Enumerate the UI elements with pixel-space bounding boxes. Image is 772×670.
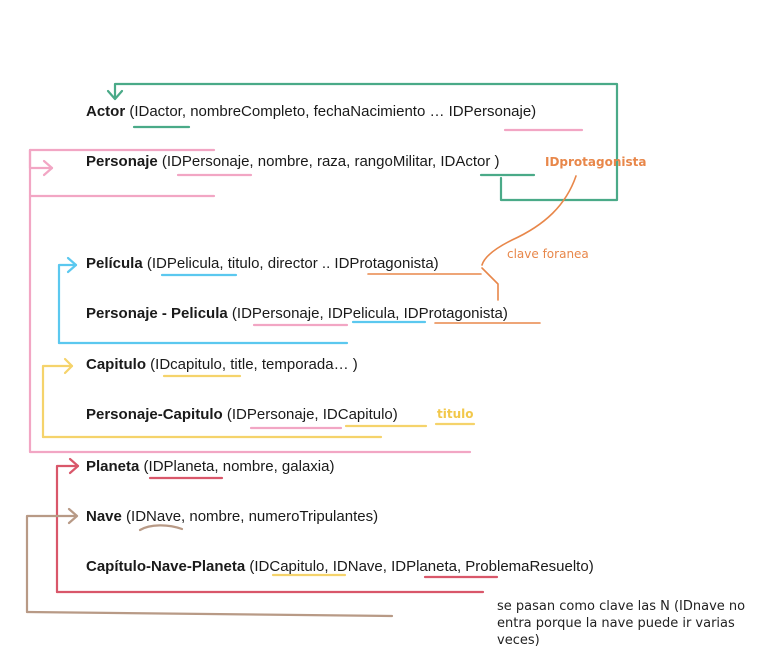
relation-nave-name: Nave (86, 508, 122, 525)
relation-personaje-capitulo-name: Personaje-Capitulo (86, 406, 223, 423)
orange-connector (367, 175, 577, 324)
red-connector (55, 457, 499, 594)
relation-personaje-name: Personaje (86, 153, 158, 170)
relation-personaje-capitulo-attrs: (IDPersonaje, IDCapitulo) (222, 406, 398, 423)
relation-planeta-attrs: (IDPlaneta, nombre, galaxia) (139, 458, 335, 475)
relation-actor: Actor (IDactor, nombreCompleto, fechaNac… (86, 103, 536, 121)
pink-connector (28, 128, 584, 454)
yellow-connector (41, 357, 476, 577)
relation-nave: Nave (IDNave, nombre, numeroTripulantes) (86, 508, 378, 526)
relation-actor-attrs: (IDactor, nombreCompleto, fechaNacimient… (125, 103, 537, 120)
annotation-clave-foranea: clave foranea (507, 247, 589, 261)
annotation-titulo: titulo (437, 407, 474, 421)
relation-capitulo: Capitulo (IDcapitulo, title, temporada… … (86, 356, 358, 374)
relation-personaje-pelicula-attrs: (IDPersonaje, IDPelicula, IDProtagonista… (227, 305, 508, 322)
blue-connector (57, 256, 427, 345)
relation-pelicula-attrs: (IDPelicula, titulo, director .. IDProta… (142, 255, 439, 272)
note-text: se pasan como clave las N (IDnave no ent… (497, 599, 746, 648)
relation-capitulo-nave-planeta: Capítulo-Nave-Planeta (IDCapitulo, IDNav… (86, 558, 594, 576)
relation-planeta: Planeta (IDPlaneta, nombre, galaxia) (86, 458, 334, 476)
relation-personaje-pelicula: Personaje - Pelicula (IDPersonaje, IDPel… (86, 305, 508, 323)
relation-personaje-capitulo: Personaje-Capitulo (IDPersonaje, IDCapit… (86, 406, 398, 424)
relation-pelicula-name: Película (86, 255, 143, 272)
relation-actor-name: Actor (86, 103, 126, 120)
relation-nave-attrs: (IDNave, nombre, numeroTripulantes) (121, 508, 379, 525)
tan-connector (25, 507, 394, 618)
relation-capitulo-attrs: (IDcapitulo, title, temporada… ) (146, 356, 358, 373)
relation-personaje-attrs: (IDPersonaje, nombre, raza, rangoMilitar… (157, 153, 500, 170)
green-connector (106, 82, 619, 202)
annotation-idprotagonista: IDprotagonista (545, 155, 647, 169)
relation-capitulo-nave-planeta-name: Capítulo-Nave-Planeta (86, 558, 246, 575)
relation-pelicula: Película (IDPelicula, titulo, director .… (86, 255, 439, 273)
relation-capitulo-name: Capitulo (86, 356, 146, 373)
relation-personaje-pelicula-name: Personaje - Pelicula (86, 305, 228, 322)
relation-capitulo-nave-planeta-attrs: (IDCapitulo, IDNave, IDPlaneta, Problema… (245, 558, 594, 575)
relation-personaje: Personaje (IDPersonaje, nombre, raza, ra… (86, 153, 500, 171)
relation-planeta-name: Planeta (86, 458, 140, 475)
